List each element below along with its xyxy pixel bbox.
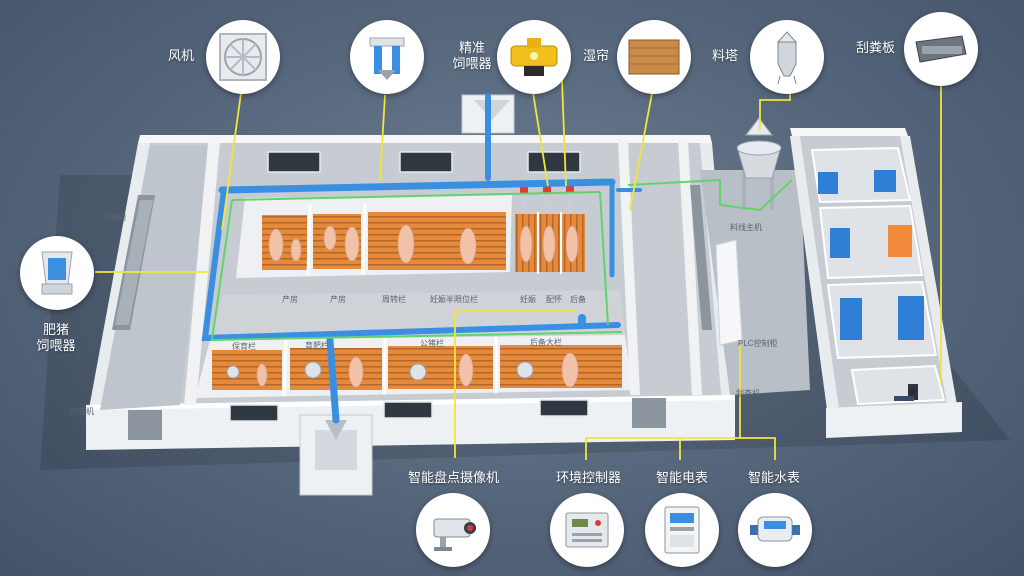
fattening-feeder-bubble [20,236,94,310]
scraper-bubble [904,12,978,86]
green-wire-system [210,178,793,342]
env-controller-label: 环境控制器 [556,470,622,485]
right-inner-wall-2 [678,140,702,395]
power-meter-bubble [645,493,719,567]
room-boar: 公猪栏 [420,339,444,348]
env-controller-bubble [550,493,624,567]
feed-tower-bubble [750,20,824,94]
right-building [790,128,962,438]
room-scraper-right: 刮粪机 [736,389,760,398]
fan-icon [219,33,267,81]
env-controller-icon [565,512,609,548]
water-meter-icon [750,516,800,542]
room-reserve: 后备大栏 [530,338,562,347]
pigs-upper [268,224,579,265]
front-wall-windows [229,399,589,422]
scraper-icon [915,35,967,63]
callout-lines [95,79,942,460]
room-fattening: 育肥栏 [305,341,329,350]
wet-curtain-label: 湿帘 [583,48,610,63]
left-wall-louvers [112,195,155,330]
feed-tower-label: 料塔 [712,48,739,63]
precision-feeder-icon [510,38,558,76]
room-pen-a: 妊娠 [520,295,536,304]
room-turnover: 周转栏 [382,295,406,304]
scraper-label: 刮粪板 [856,40,896,55]
back-wall-windows [267,151,581,173]
camera-icon [433,518,476,551]
wet-curtain-icon [628,39,680,75]
fattening-feeder-label: 肥猪 饲喂器 [26,322,86,354]
precision-feeder-label-line2: 饲喂器 [452,56,492,71]
feed-tower-icon [776,31,798,85]
power-meter-icon [664,506,700,554]
camera-bubble [416,493,490,567]
room-plc: PLC控制柜 [738,339,778,348]
room-scraper-left: 刮粪机 [70,407,94,416]
duct-feeder-bubble [350,20,424,94]
power-meter-label: 智能电表 [656,470,709,485]
room-feed-host: 料线主机 [730,223,762,232]
room-nursery: 保育栏 [232,342,256,351]
room-farrowing-2: 产房 [330,295,346,304]
fattening-feeder-label-line1: 肥猪 [42,322,69,337]
fattening-feeder-label-line2: 饲喂器 [36,338,76,353]
room-pen-b: 配怀 [546,295,562,304]
lower-feeders [226,361,534,381]
water-meter-bubble [738,493,812,567]
room-semi-limit: 妊娠半限位栏 [430,295,478,304]
room-pen-c: 后备 [570,295,586,304]
front-fan-unit [299,414,373,496]
precision-feeder-label: 精准 饲喂器 [450,40,494,72]
precision-feeder-label-line1: 精准 [458,40,485,55]
fan-bubble [206,20,280,94]
camera-label: 智能盘点摄像机 [408,470,500,485]
left-side-room-floor [100,145,210,410]
pigs-lower [256,352,579,388]
plc-cabinet [715,239,743,346]
duct-icon [369,37,405,80]
left-inner-wall [184,143,220,405]
fan-label: 风机 [168,48,195,63]
fattening-feeder-icon [41,251,73,295]
front-door-right [632,398,666,428]
central-corridor [210,290,625,345]
precision-feeder-bubble [497,20,571,94]
room-disinfect: 消毒间 [102,213,126,222]
wet-curtain-bubble [617,20,691,94]
feed-tower-3d [736,117,782,210]
front-door-left [128,410,162,440]
crate-feeders [520,185,574,213]
water-meter-label: 智能水表 [748,470,801,485]
room-farrowing-1: 产房 [282,295,298,304]
right-inner-wall-1 [618,140,640,395]
worker-figure [894,389,915,401]
right-louvers [690,185,712,330]
